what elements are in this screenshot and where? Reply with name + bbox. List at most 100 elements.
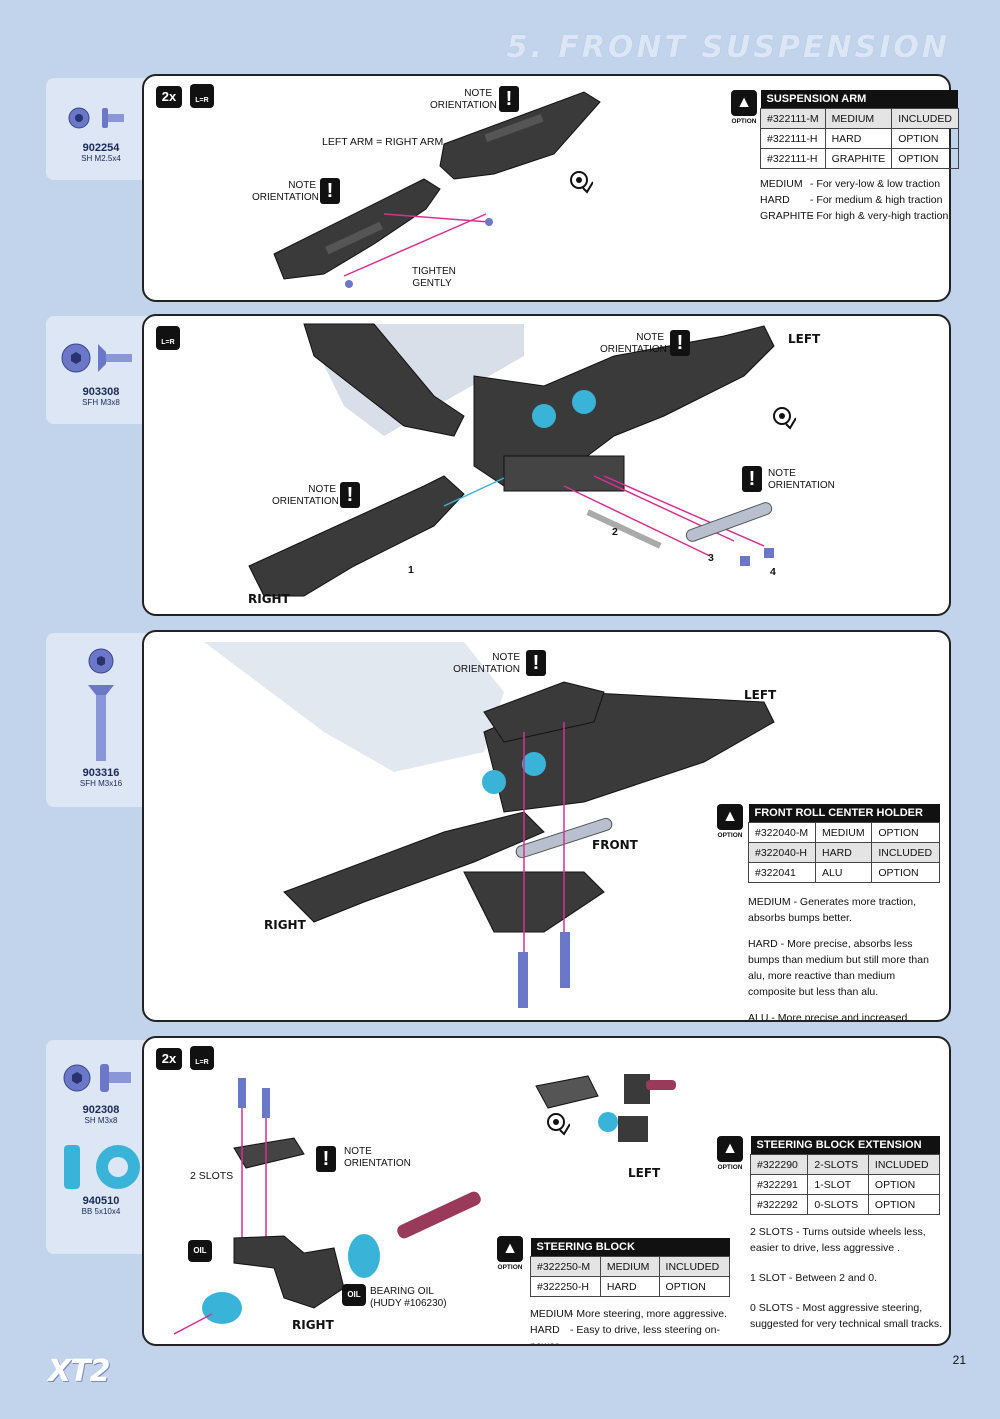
thumbs-up-icon: ▲	[717, 804, 743, 830]
qty-badge: 2x	[156, 1048, 182, 1070]
option-icon: ▲ OPTION	[716, 1136, 744, 1171]
part-number: 903308	[82, 386, 120, 398]
roll-center-holder-illustration	[204, 642, 775, 1008]
part-desc: SFH M3x8	[82, 398, 120, 407]
part-card-903316: 903316 SFH M3x16	[46, 633, 156, 807]
gear-check-icon	[773, 407, 796, 430]
steering-block-illustration	[174, 1078, 481, 1335]
left-equals-right-icon: L=R	[156, 326, 180, 350]
table-title: SUSPENSION ARM	[760, 90, 959, 109]
left-label: LEFT	[788, 332, 821, 346]
part-desc: BB 5x10x4	[81, 1207, 121, 1216]
left-equals-right-icon: L=R	[190, 1046, 214, 1070]
table-title: STEERING BLOCK EXTENSION	[750, 1136, 940, 1155]
part-number: 902254	[82, 142, 120, 154]
part-number: 903316	[82, 767, 120, 779]
steering-block-notes: MEDIUM- More steering, more aggressive. …	[530, 1308, 727, 1346]
part-desc: SH M2.5x4	[81, 154, 121, 163]
callout-4: 4	[770, 566, 776, 578]
warning-icon: !	[742, 466, 762, 492]
right-label: RIGHT	[292, 1318, 334, 1332]
left-label: LEFT	[744, 688, 777, 702]
warning-icon: !	[526, 650, 546, 676]
front-label: FRONT	[592, 838, 638, 852]
right-label: RIGHT	[264, 918, 306, 932]
countersunk-screw-icon	[61, 343, 132, 373]
option-icon: ▲ OPTION	[496, 1236, 524, 1271]
thumbs-up-icon: ▲	[497, 1236, 523, 1262]
suspension-arms-illustration	[273, 91, 601, 288]
extension-description: 2 SLOTS - Turns outside wheels less, eas…	[750, 1226, 942, 1330]
part-number: 940510	[82, 1195, 120, 1207]
callout-1: 1	[408, 564, 414, 576]
option-icon: ▲ OPTION	[716, 804, 744, 839]
warning-icon: !	[670, 330, 690, 356]
holder-description: MEDIUM - Generates more traction, absorb…	[748, 896, 929, 1022]
gear-check-icon	[547, 1113, 570, 1136]
oil-icon: OIL	[188, 1240, 212, 1262]
part-card-902254: 902254 SH M2.5x4	[46, 78, 156, 180]
xt2-logo: XT2	[48, 1354, 110, 1389]
left-arm-equals-right-arm: LEFT ARM = RIGHT ARM	[322, 136, 444, 148]
gear-check-icon	[570, 171, 593, 194]
arm-hardness-notes: MEDIUM- For very-low & low traction HARD…	[760, 178, 949, 222]
left-equals-right-icon: L=R	[190, 84, 214, 108]
ball-bearing-icon	[64, 1145, 140, 1189]
page-number: 21	[952, 1353, 966, 1367]
option-icon: ▲ OPTION	[730, 90, 758, 125]
right-label: RIGHT	[248, 592, 290, 606]
callout-2: 2	[612, 526, 618, 538]
front-arms-mounting-illustration	[248, 323, 775, 597]
bearing-oil-label: BEARING OIL(HUDY #106230)	[370, 1286, 447, 1309]
steering-block-assembled-illustration	[535, 1074, 676, 1142]
warning-icon: !	[340, 482, 360, 508]
table-title: STEERING BLOCK	[530, 1238, 730, 1257]
thumbs-up-icon: ▲	[731, 90, 757, 116]
part-number: 902308	[82, 1104, 120, 1116]
part-desc: SH M3x8	[84, 1116, 118, 1125]
callout-3: 3	[708, 552, 714, 564]
screw-icon	[68, 107, 124, 129]
left-label: LEFT	[628, 1166, 661, 1180]
two-slots-label: 2 SLOTS	[190, 1170, 234, 1182]
oil-icon: OIL	[342, 1284, 366, 1306]
part-desc: SFH M3x16	[79, 779, 123, 788]
long-screw-icon	[88, 648, 114, 761]
warning-icon: !	[316, 1146, 336, 1172]
page-title: 5. FRONT SUSPENSION	[506, 30, 950, 65]
warning-icon: !	[499, 86, 519, 112]
thumbs-up-icon: ▲	[717, 1136, 743, 1162]
part-card-903308: 903308 SFH M3x8	[46, 316, 156, 424]
qty-badge: 2x	[156, 86, 182, 108]
screw-icon	[63, 1064, 131, 1092]
warning-icon: !	[320, 178, 340, 204]
table-title: FRONT ROLL CENTER HOLDER	[748, 804, 940, 823]
